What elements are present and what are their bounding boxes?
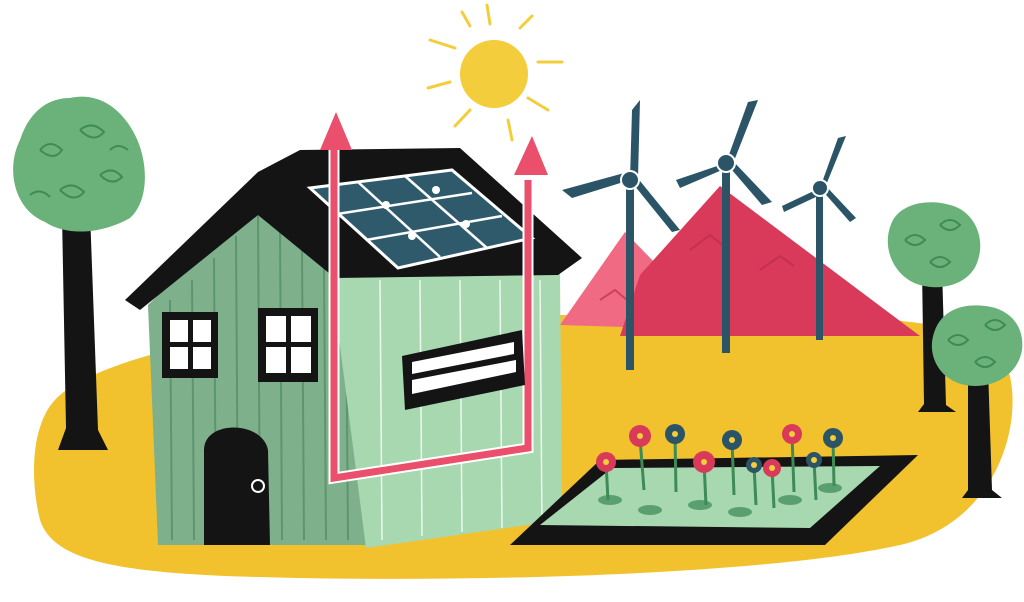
tree-right-front <box>931 305 1023 498</box>
wind-turbine-1 <box>562 100 680 370</box>
wind-turbine-2 <box>676 100 772 353</box>
window-side <box>402 330 525 410</box>
sun-icon <box>426 3 564 142</box>
tree-left <box>13 96 145 450</box>
window-right <box>258 308 318 382</box>
flower-garden <box>510 424 918 545</box>
heat-flow-arrows <box>320 112 548 485</box>
mountain-front <box>620 186 920 336</box>
wind-turbine-3 <box>782 136 856 340</box>
door <box>204 427 270 545</box>
window-left <box>162 312 218 378</box>
house <box>125 112 582 548</box>
